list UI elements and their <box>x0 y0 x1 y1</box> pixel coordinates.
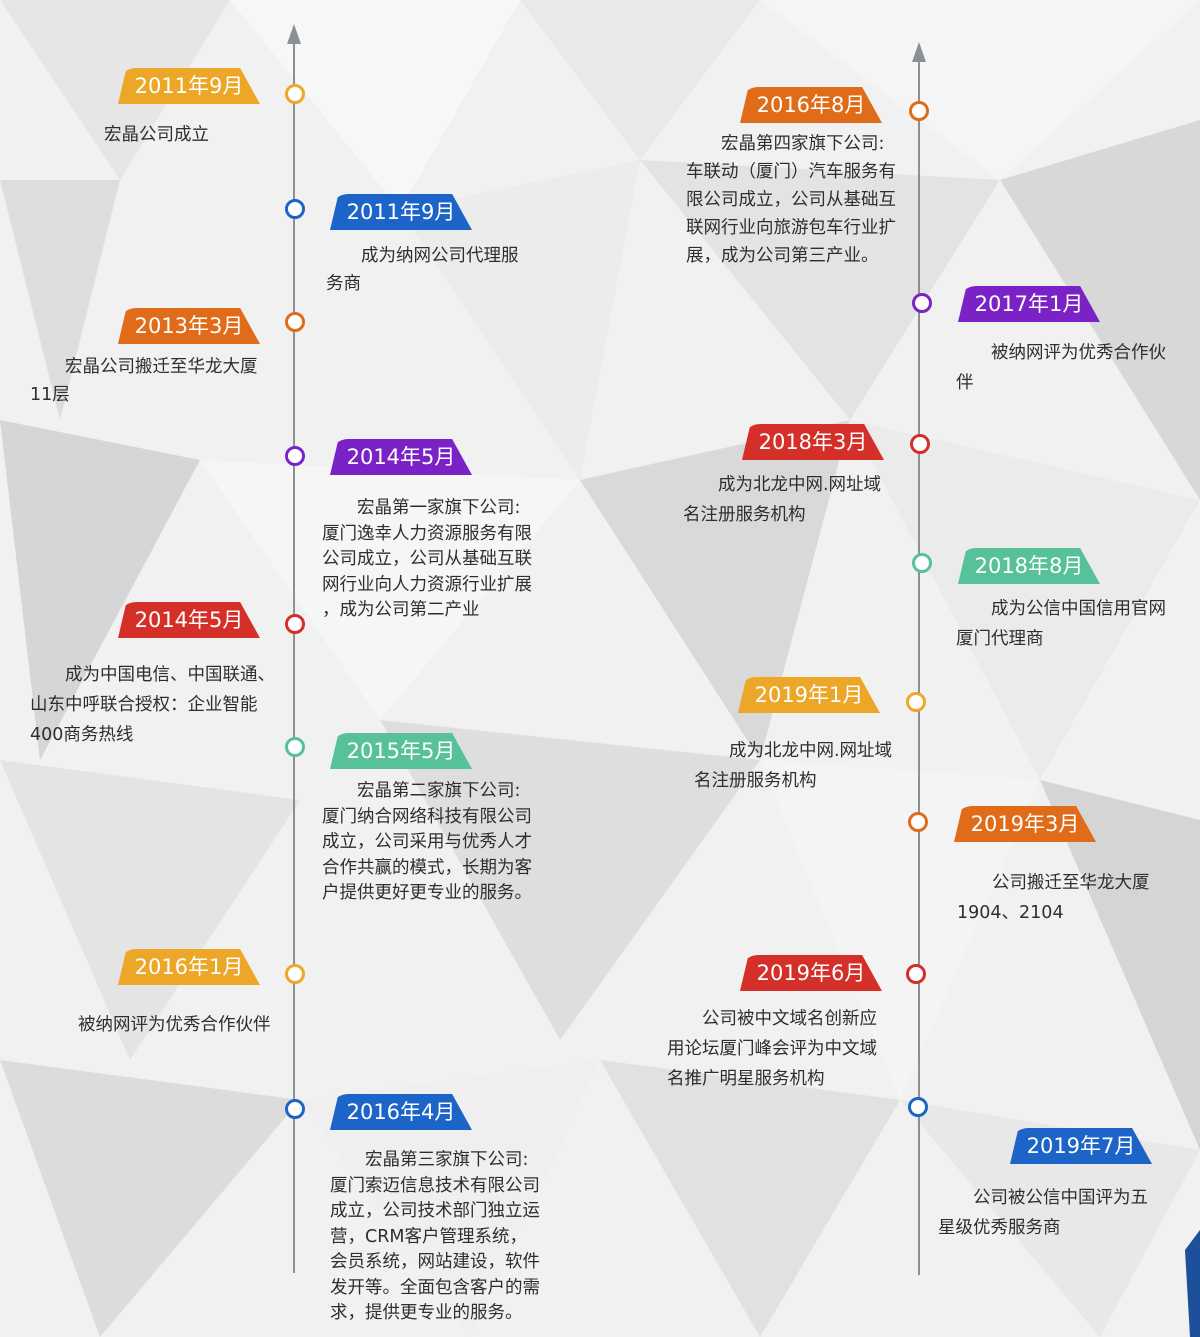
date-tag: 2017年1月 <box>958 286 1100 322</box>
timeline-node <box>908 1097 928 1117</box>
date-tag: 2018年8月 <box>958 548 1100 584</box>
timeline-node <box>910 434 930 454</box>
event-description: 宏晶公司成立 <box>104 125 209 145</box>
event-description: 成为纳网公司代理服 务商 <box>326 246 519 294</box>
event-description: 宏晶第二家旗下公司: 厦门纳合网络科技有限公司 成立，公司采用与优秀人才 合作共… <box>322 781 532 903</box>
date-tag: 2019年7月 <box>1010 1128 1152 1164</box>
date-tag: 2014年5月 <box>330 439 472 475</box>
timeline-node <box>285 737 305 757</box>
date-tag: 2016年4月 <box>330 1094 472 1130</box>
timeline-node <box>285 312 305 332</box>
event-description: 宏晶公司搬迁至华龙大厦 11层 <box>30 357 258 405</box>
axis-arrow-left <box>287 24 301 44</box>
timeline-node <box>285 964 305 984</box>
date-tag: 2019年3月 <box>954 806 1096 842</box>
date-tag: 2014年5月 <box>118 602 260 638</box>
date-tag: 2015年5月 <box>330 733 472 769</box>
date-tag: 2016年1月 <box>118 949 260 985</box>
date-tag: 2011年9月 <box>118 68 260 104</box>
timeline-node <box>906 964 926 984</box>
event-description: 公司搬迁至华龙大厦 1904、2104 <box>957 873 1150 923</box>
event-description: 公司被公信中国评为五 星级优秀服务商 <box>938 1188 1148 1238</box>
timeline-node <box>912 553 932 573</box>
axis-line-left <box>293 40 295 1273</box>
timeline-node <box>909 101 929 121</box>
timeline-node <box>285 199 305 219</box>
event-description: 成为中国电信、中国联通、 山东中呼联合授权：企业智能 400商务热线 <box>30 665 275 745</box>
date-tag: 2011年9月 <box>330 194 472 230</box>
event-description: 宏晶第四家旗下公司: 车联动（厦门）汽车服务有 限公司成立，公司从基础互 联网行… <box>686 134 896 266</box>
timeline-node <box>285 614 305 634</box>
event-description: 宏晶第三家旗下公司: 厦门索迈信息技术有限公司 成立，公司技术部门独立运 营，C… <box>330 1150 540 1323</box>
event-description: 被纳网评为优秀合作伙伴 <box>78 1015 271 1035</box>
date-tag: 2019年6月 <box>740 955 882 991</box>
axis-arrow-right <box>912 42 926 62</box>
timeline-node <box>285 84 305 104</box>
timeline-node <box>908 812 928 832</box>
timeline-node <box>285 1099 305 1119</box>
event-description: 成为公信中国信用官网 厦门代理商 <box>956 599 1166 649</box>
event-description: 公司被中文域名创新应 用论坛厦门峰会评为中文域 名推广明星服务机构 <box>667 1009 877 1089</box>
date-tag: 2016年8月 <box>740 87 882 123</box>
date-tag: 2018年3月 <box>742 424 884 460</box>
date-tag: 2019年1月 <box>738 677 880 713</box>
event-description: 成为北龙中网.网址域 名注册服务机构 <box>683 475 882 525</box>
event-description: 宏晶第一家旗下公司: 厦门逸幸人力资源服务有限 公司成立，公司从基础互联 网行业… <box>322 498 532 620</box>
event-description: 成为北龙中网.网址域 名注册服务机构 <box>694 741 893 791</box>
timeline-node <box>285 446 305 466</box>
timeline-node <box>912 293 932 313</box>
axis-line-right <box>918 58 920 1275</box>
date-tag: 2013年3月 <box>118 308 260 344</box>
event-description: 被纳网评为优秀合作伙 伴 <box>956 343 1166 393</box>
timeline-node <box>906 692 926 712</box>
